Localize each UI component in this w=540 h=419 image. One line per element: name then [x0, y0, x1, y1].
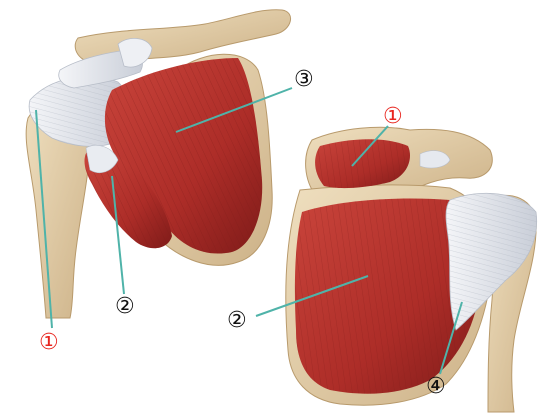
label-right-2: ②: [227, 310, 247, 332]
coracoid-tendon: [118, 38, 152, 67]
anterior-view: [286, 127, 537, 412]
label-left-2: ②: [115, 296, 135, 318]
label-left-3: ③: [294, 69, 314, 91]
label-left-1: ①: [39, 332, 59, 354]
label-right-1: ①: [383, 106, 403, 128]
posterior-view: [26, 10, 290, 318]
label-right-4: ④: [426, 376, 446, 398]
